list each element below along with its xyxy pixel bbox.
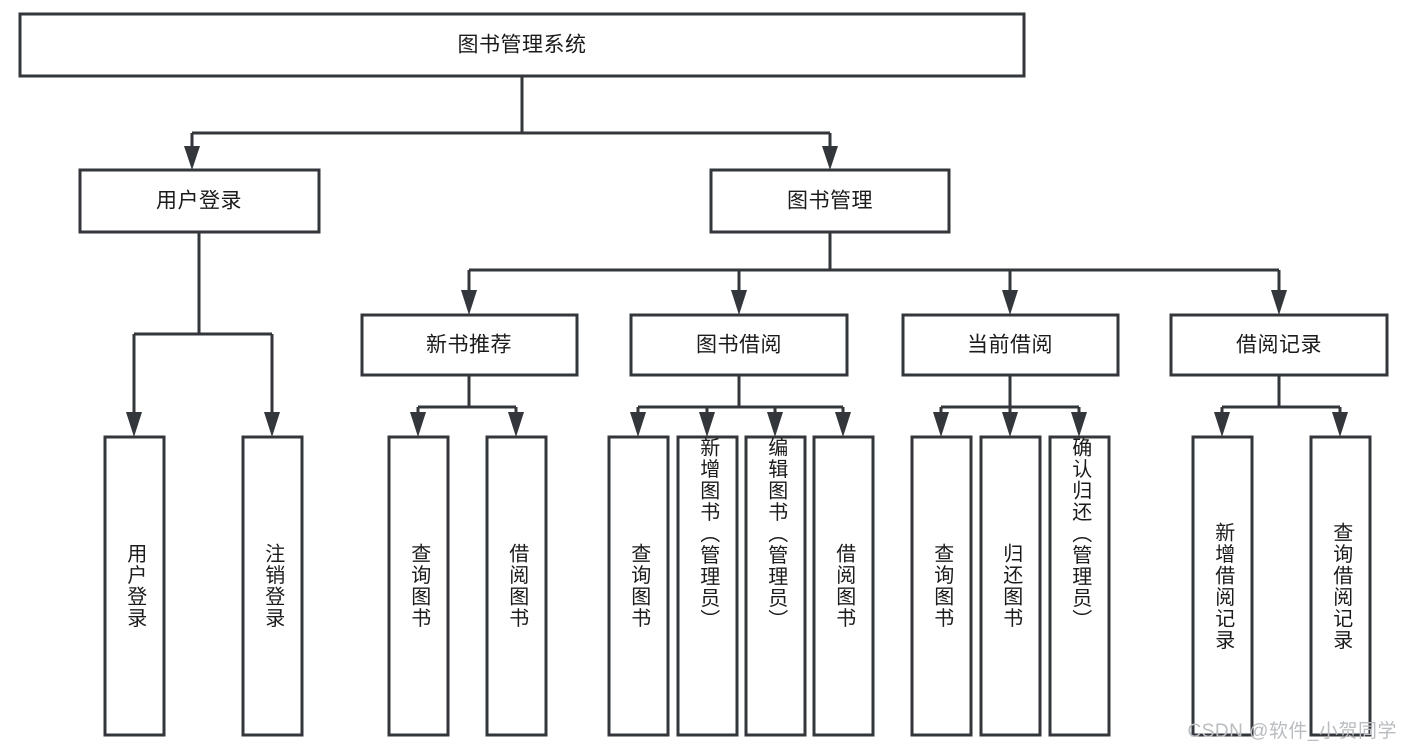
- node-new-book-recommend-label: 新书推荐: [426, 334, 512, 357]
- connector-user-login-to-leaves: [126, 232, 280, 437]
- leaf-box[interactable]: [979, 435, 1042, 737]
- connector-root-to-level2: [184, 76, 838, 170]
- node-user-login-label: 用户登录: [156, 190, 242, 213]
- leaf-box[interactable]: [1309, 435, 1372, 737]
- leaf-box-group: [103, 435, 1372, 737]
- node-borrow-record-label: 借阅记录: [1236, 334, 1322, 357]
- leaf-box[interactable]: [387, 435, 450, 737]
- leaf-box[interactable]: [910, 435, 973, 737]
- node-book-management[interactable]: 图书管理: [709, 168, 951, 234]
- connector-book-borrow-to-leaves: [630, 375, 851, 437]
- csdn-watermark: CSDN @软件_小贺同学: [1187, 721, 1397, 742]
- node-book-borrow-label: 图书借阅: [696, 334, 782, 357]
- connector-borrow-record-to-leaves: [1214, 375, 1348, 437]
- connector-new-book-to-leaves: [410, 375, 524, 437]
- node-new-book-recommend[interactable]: 新书推荐: [360, 313, 579, 377]
- connector-book-mgmt-to-level3: [461, 232, 1287, 315]
- leaf-box[interactable]: [1191, 435, 1254, 737]
- leaf-box[interactable]: [241, 435, 304, 737]
- leaf-box[interactable]: [485, 435, 548, 737]
- node-current-borrow[interactable]: 当前借阅: [901, 313, 1120, 377]
- leaf-box[interactable]: [676, 435, 739, 737]
- leaf-box[interactable]: [607, 435, 670, 737]
- node-root[interactable]: 图书管理系统: [18, 12, 1026, 78]
- node-root-label: 图书管理系统: [458, 34, 587, 57]
- leaf-box[interactable]: [744, 435, 807, 737]
- node-book-management-label: 图书管理: [787, 190, 873, 213]
- node-book-borrow[interactable]: 图书借阅: [629, 313, 849, 377]
- node-borrow-record[interactable]: 借阅记录: [1169, 313, 1389, 377]
- leaf-box[interactable]: [812, 435, 875, 737]
- connector-current-borrow-to-leaves: [933, 375, 1087, 437]
- node-user-login[interactable]: 用户登录: [78, 168, 321, 234]
- node-current-borrow-label: 当前借阅: [967, 334, 1053, 357]
- leaf-box[interactable]: [1048, 435, 1111, 737]
- leaf-box[interactable]: [103, 435, 166, 737]
